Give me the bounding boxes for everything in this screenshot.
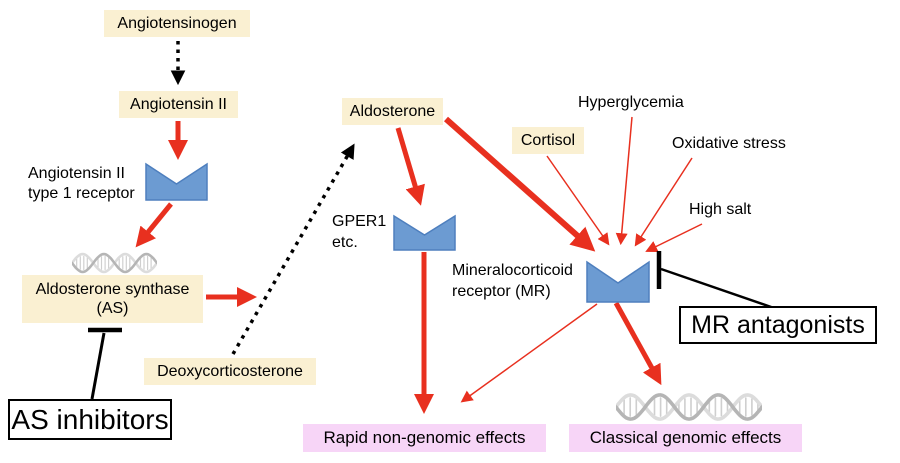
edge-mr-to-classical-effects: [613, 301, 662, 386]
rapid-effects-label: Rapid non-genomic effects: [323, 427, 526, 447]
mr-label-line1: Mineralocorticoid: [452, 262, 573, 279]
at1-receptor-label-line1: Angiotensin II: [28, 165, 125, 182]
edge-high-salt-to-mr: [645, 223, 703, 252]
mr-antagonists-label: MR antagonists: [691, 311, 865, 339]
deoxycorticosterone-label: Deoxycorticosterone: [157, 362, 303, 380]
angiotensin-ii-box: Angiotensin II: [119, 91, 238, 118]
edge-deoxycorticosterone-to-aldosterone: [231, 143, 355, 355]
cortisol-label: Cortisol: [520, 131, 576, 149]
aldosterone-synthase-label-line1: Aldosterone synthase: [35, 280, 190, 298]
angiotensinogen-box: Angiotensinogen: [104, 10, 250, 37]
at1-receptor-label-line2: type 1 receptor: [28, 185, 135, 202]
gper1-receptor-shape: [393, 214, 456, 251]
angiotensinogen-label: Angiotensinogen: [117, 14, 237, 32]
mr-label-line2: receptor (MR): [452, 283, 551, 300]
deoxycorticosterone-box: Deoxycorticosterone: [144, 358, 316, 385]
cortisol-box: Cortisol: [512, 127, 584, 154]
gper1-label: GPER1 etc.: [332, 211, 386, 253]
classical-effects-box: Classical genomic effects: [569, 424, 802, 452]
aldosterone-box: Aldosterone: [342, 98, 443, 125]
mr-label: Mineralocorticoid receptor (MR): [452, 260, 573, 302]
edge-hyperglycemia-to-mr: [615, 116, 633, 246]
aldosterone-label: Aldosterone: [349, 102, 436, 120]
at1-receptor-shape: [145, 162, 208, 201]
edge-mr-to-rapid-effects: [460, 303, 598, 403]
hyperglycemia-label: Hyperglycemia: [578, 94, 684, 111]
rapid-effects-box: Rapid non-genomic effects: [303, 424, 546, 452]
as-inhibitors-label: AS inhibitors: [11, 403, 169, 435]
edge-at1-receptor-to-aldosterone-synthase: [135, 202, 173, 248]
edge-cortisol-to-mr: [546, 155, 610, 246]
high-salt-label: High salt: [689, 201, 752, 218]
mr-inhibition-stem: [660, 267, 775, 310]
as-inhibition-stem: [90, 332, 106, 400]
dna-icon-large: [616, 393, 762, 421]
gper1-label-line1: GPER1: [332, 213, 387, 230]
as-inhibitors-box: AS inhibitors: [8, 399, 172, 440]
mr-antagonists-box: MR antagonists: [679, 306, 877, 344]
oxidative-stress-label: Oxidative stress: [672, 135, 786, 152]
aldosterone-synthase-box: Aldosterone synthase (AS): [22, 275, 203, 323]
edge-oxidative-stress-to-mr: [634, 157, 693, 247]
aldosterone-synthase-label-line2: (AS): [96, 300, 129, 317]
classical-effects-label: Classical genomic effects: [589, 427, 782, 447]
edge-aldosterone-to-mr: [444, 116, 596, 252]
at1-receptor-label: Angiotensin II type 1 receptor: [28, 164, 135, 204]
edge-aldosterone-to-gper1: [395, 127, 425, 206]
gper1-label-line2: etc.: [332, 234, 358, 251]
dna-icon-small: [72, 252, 157, 274]
angiotensin-ii-label: Angiotensin II: [130, 95, 227, 113]
mr-receptor-shape: [586, 260, 650, 303]
